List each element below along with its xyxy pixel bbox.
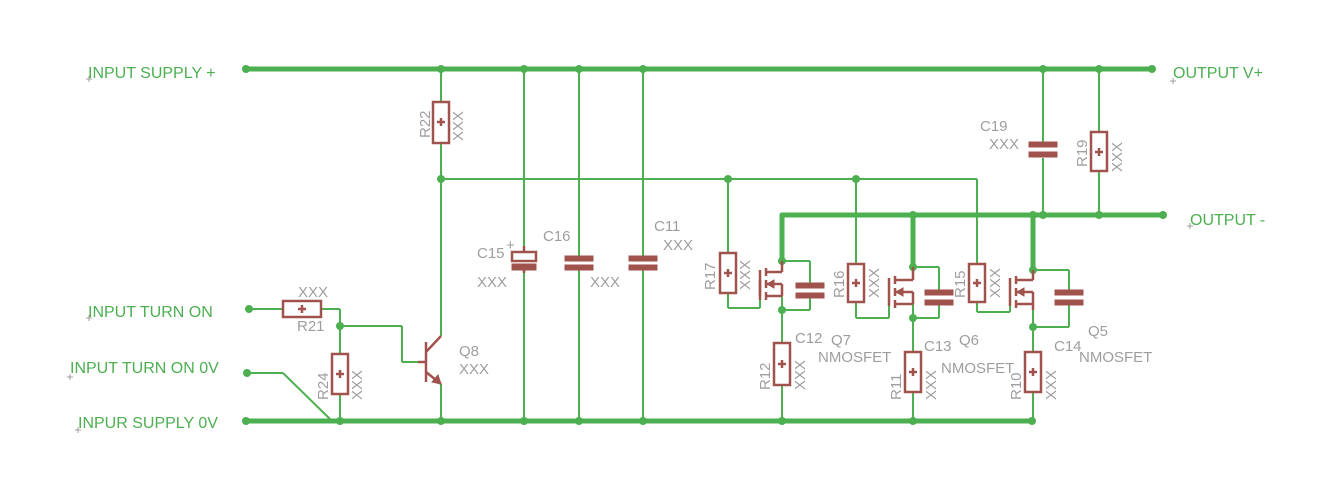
capacitor-c13-symbol[interactable]: [924, 289, 954, 306]
label-r19-ref: R19: [1074, 139, 1091, 167]
label-c16-value: XXX: [590, 274, 620, 291]
capacitor-c11-symbol[interactable]: [628, 255, 658, 271]
label-q7-value: NMOSFET: [818, 349, 891, 366]
origin-marks: [67, 76, 1193, 433]
label-r24-ref: R24: [315, 372, 332, 400]
net-label-input-turn-on: INPUT TURN ON: [88, 304, 213, 321]
mosfet-q6-symbol[interactable]: [887, 267, 915, 308]
capacitor-c12-symbol[interactable]: [795, 282, 825, 299]
label-c19-value: XXX: [989, 136, 1019, 153]
label-r21-ref: R21: [297, 318, 325, 335]
label-c11-value: XXX: [663, 237, 693, 254]
label-r11-value: XXX: [923, 370, 940, 400]
label-r24-value: XXX: [349, 370, 366, 400]
junction-dots: [242, 65, 1167, 425]
label-q6-ref: Q6: [959, 332, 979, 349]
bus-lines: [243, 66, 1166, 424]
resistor-r19-symbol[interactable]: [1089, 130, 1109, 173]
resistor-r21-symbol[interactable]: [281, 299, 323, 319]
capacitor-c14-symbol[interactable]: [1054, 289, 1084, 306]
net-label-input-supply-plus: INPUT SUPPLY +: [88, 65, 216, 82]
capacitor-c15-symbol[interactable]: +: [506, 237, 538, 273]
label-r11-ref: R11: [888, 374, 905, 400]
net-label-output-v-plus: OUTPUT V+: [1173, 65, 1263, 82]
resistor-r15-symbol[interactable]: [967, 262, 987, 304]
label-q5-value: NMOSFET: [1079, 349, 1152, 366]
capacitor-c16-symbol[interactable]: [564, 255, 594, 271]
label-c15-value: XXX: [477, 274, 507, 291]
label-r12-ref: R12: [757, 362, 774, 390]
label-r16-ref: R16: [831, 270, 848, 298]
label-r16-value: XXX: [866, 268, 883, 298]
resistor-r22-symbol[interactable]: [431, 100, 451, 145]
label-r19-value: XXX: [1109, 142, 1126, 172]
resistor-r17-symbol[interactable]: [718, 251, 738, 295]
label-q5-ref: Q5: [1088, 323, 1108, 340]
resistor-r12-symbol[interactable]: [772, 341, 792, 387]
net-label-input-supply-0v: INPUR SUPPLY 0V: [78, 415, 218, 432]
label-q6-value: NMOSFET: [941, 360, 1014, 377]
label-r21-value: XXX: [298, 284, 328, 301]
transistor-q8-symbol[interactable]: [418, 335, 442, 385]
wires: [247, 69, 1100, 422]
mosfet-q7-symbol[interactable]: [758, 261, 784, 300]
resistor-r11-symbol[interactable]: [903, 350, 923, 394]
component-labels: R22 XXX XXX R21 R24 XXX Q8 XXX C15 XXX C…: [297, 110, 1152, 400]
label-c12-ref: C12: [795, 330, 823, 347]
label-r15-ref: R15: [952, 270, 969, 298]
resistor-r24-symbol[interactable]: [330, 352, 350, 396]
label-c11-ref: C11: [654, 218, 680, 235]
label-c16-ref: C16: [543, 228, 571, 245]
label-r22-value: XXX: [450, 111, 467, 141]
label-c15-ref: C15: [477, 245, 505, 262]
label-r10-ref: R10: [1008, 372, 1025, 400]
net-labels: INPUT SUPPLY + INPUT TURN ON INPUT TURN …: [70, 65, 1265, 432]
label-r15-value: XXX: [987, 268, 1004, 298]
label-c19-ref: C19: [980, 118, 1008, 135]
resistor-r10-symbol[interactable]: [1023, 350, 1043, 394]
resistor-r16-symbol[interactable]: [846, 262, 866, 304]
label-r17-ref: R17: [702, 262, 719, 290]
svg-text:+: +: [506, 237, 515, 254]
label-q8-value: XXX: [459, 361, 489, 378]
net-label-input-turn-on-0v: INPUT TURN ON 0V: [70, 360, 219, 377]
mosfet-q5-symbol[interactable]: [1008, 270, 1035, 310]
label-r17-value: XXX: [737, 260, 754, 290]
label-c14-ref: C14: [1054, 338, 1082, 355]
label-q8-ref: Q8: [459, 343, 479, 360]
net-label-output-minus: OUTPUT -: [1190, 212, 1265, 229]
capacitor-c19-symbol[interactable]: [1028, 141, 1058, 158]
label-r12-value: XXX: [792, 360, 809, 390]
label-r10-value: XXX: [1043, 370, 1060, 400]
label-r22-ref: R22: [417, 110, 434, 138]
label-c13-ref: C13: [924, 338, 952, 355]
label-q7-ref: Q7: [831, 332, 851, 349]
